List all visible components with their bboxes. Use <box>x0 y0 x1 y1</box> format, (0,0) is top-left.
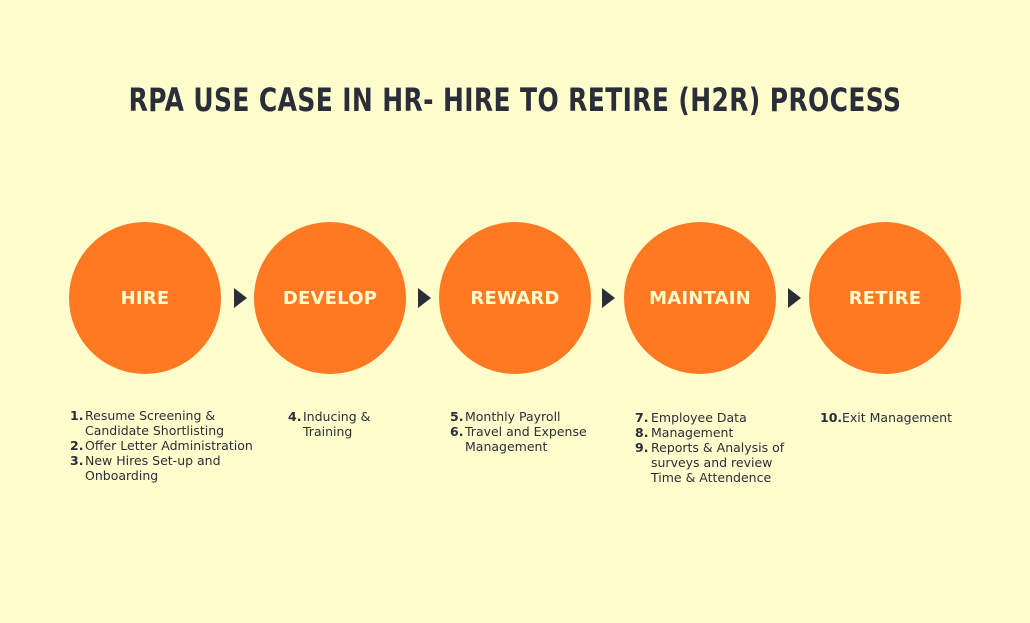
item-text: New Hires Set-up and Onboarding <box>85 453 221 483</box>
item-text: Monthly Payroll <box>465 409 561 424</box>
list-item: 1. Resume Screening & Candidate Shortlis… <box>70 408 260 438</box>
item-number: 2. <box>70 438 84 453</box>
list-item: 4. Inducing & Training <box>288 409 398 439</box>
item-number: 3. <box>70 453 84 468</box>
stage-label-retire: RETIRE <box>848 287 922 309</box>
stage-items-retire: 10. Exit Management <box>820 410 1000 425</box>
stage-label-hire: HIRE <box>120 287 170 309</box>
list-item: 5. Monthly Payroll <box>450 409 610 424</box>
stage-label-maintain: MAINTAIN <box>649 287 751 309</box>
item-text: Employee Data <box>651 410 747 425</box>
item-number: 6. <box>450 424 464 439</box>
list-item: 3. New Hires Set-up and Onboarding <box>70 453 260 483</box>
stage-circle-retire: RETIRE <box>809 222 961 374</box>
item-number: 9. <box>635 440 649 455</box>
stage-items-maintain: 7. Employee Data 8. Management 9. Report… <box>635 410 805 485</box>
arrow-right-icon <box>418 288 431 308</box>
list-item: 10. Exit Management <box>820 410 1000 425</box>
stage-circle-develop: DEVELOP <box>254 222 406 374</box>
item-text: Management <box>651 425 734 440</box>
item-number: 10. <box>820 410 843 425</box>
list-item: 7. Employee Data <box>635 410 805 425</box>
list-item: 9. Reports & Analysis of surveys and rev… <box>635 440 805 485</box>
item-number: 4. <box>288 409 302 424</box>
stage-label-reward: REWARD <box>470 287 560 309</box>
item-number: 1. <box>70 408 84 423</box>
list-item: 2. Offer Letter Administration <box>70 438 260 453</box>
stage-label-develop: DEVELOP <box>282 287 378 309</box>
stage-circle-maintain: MAINTAIN <box>624 222 776 374</box>
arrow-right-icon <box>788 288 801 308</box>
arrow-right-icon <box>602 288 615 308</box>
stage-circle-reward: REWARD <box>439 222 591 374</box>
item-number: 8. <box>635 425 649 440</box>
stage-items-develop: 4. Inducing & Training <box>288 409 398 439</box>
stage-circle-hire: HIRE <box>69 222 221 374</box>
page-title: RPA USE CASE IN HR- HIRE TO RETIRE (H2R)… <box>128 81 902 119</box>
item-number: 7. <box>635 410 649 425</box>
list-item: 6. Travel and Expense Management <box>450 424 610 454</box>
stage-items-hire: 1. Resume Screening & Candidate Shortlis… <box>70 408 260 483</box>
item-number: 5. <box>450 409 464 424</box>
item-text: Resume Screening & Candidate Shortlistin… <box>85 408 225 438</box>
arrow-right-icon <box>234 288 247 308</box>
item-text: Inducing & Training <box>303 409 371 439</box>
item-text: Reports & Analysis of surveys and review… <box>651 440 785 485</box>
list-item: 8. Management <box>635 425 805 440</box>
item-text: Travel and Expense Management <box>465 424 587 454</box>
item-text: Offer Letter Administration <box>85 438 253 453</box>
item-text: Exit Management <box>842 410 952 425</box>
stage-items-reward: 5. Monthly Payroll 6. Travel and Expense… <box>450 409 610 454</box>
